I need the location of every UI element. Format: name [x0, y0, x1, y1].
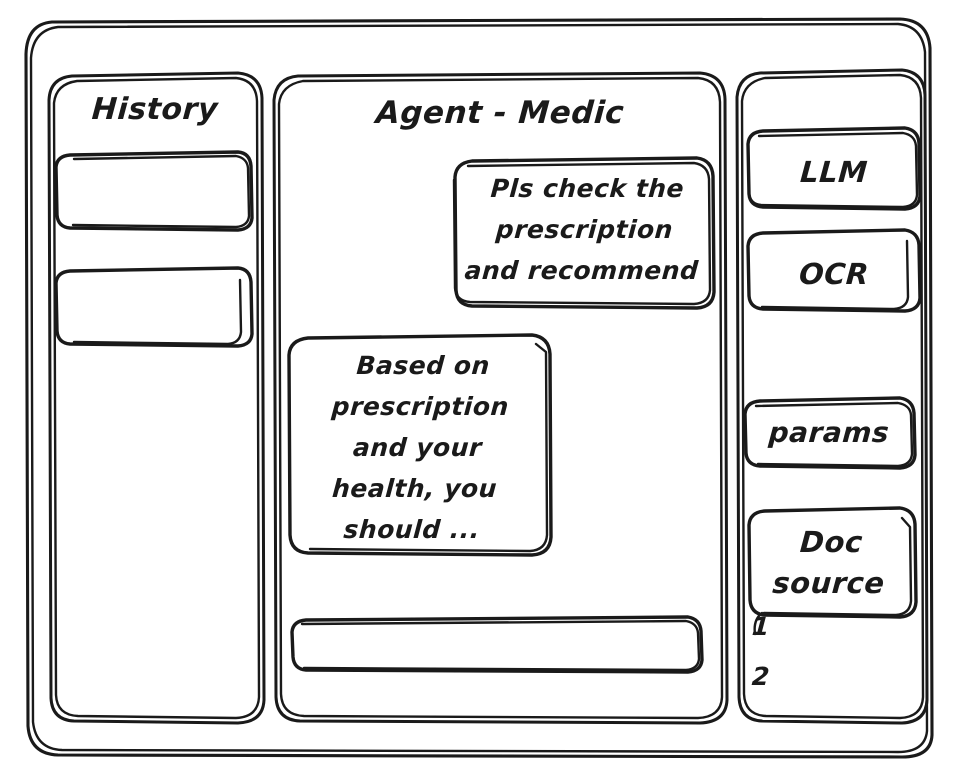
page-title: Agent - Medic [374, 95, 626, 131]
history-item[interactable] [58, 152, 248, 230]
params-button[interactable]: params [767, 416, 891, 449]
ocr-button[interactable]: OCR [797, 257, 871, 291]
doc-source-item-1[interactable]: 1 [750, 612, 771, 641]
user-message-bubble: Pls check the prescription and recommend [463, 174, 700, 285]
doc-source-item-2[interactable]: 2 [750, 662, 771, 691]
history-panel-title: History [90, 92, 220, 127]
message-input[interactable] [300, 632, 690, 660]
llm-button[interactable]: LLM [799, 155, 869, 189]
agent-message-bubble: Based on prescription and your health, y… [330, 351, 510, 544]
history-item[interactable] [58, 268, 248, 346]
doc-source-button[interactable]: Doc source [771, 525, 886, 600]
